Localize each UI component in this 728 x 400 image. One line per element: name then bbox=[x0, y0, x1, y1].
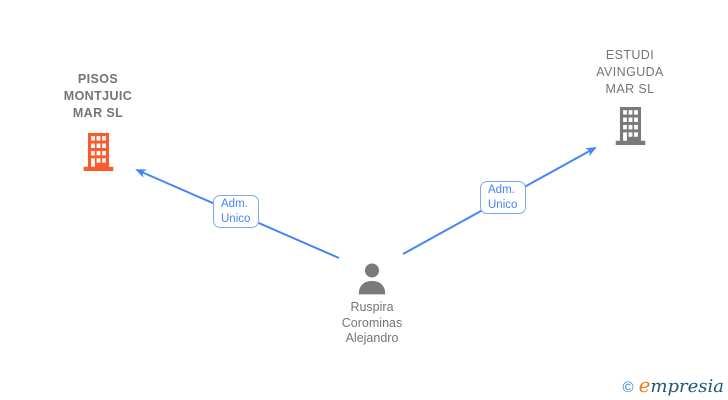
company-node-estudi-avinguda-mar-sl[interactable]: ESTUDI AVINGUDA MAR SL bbox=[550, 47, 710, 145]
copyright-icon: © bbox=[622, 379, 634, 396]
edge-label-adm-unico-right: Adm. Unico bbox=[480, 181, 526, 214]
person-name: Ruspira Corominas Alejandro bbox=[341, 300, 403, 345]
empresia-logo[interactable]: © empresia bbox=[623, 373, 724, 397]
brand-rest: mpresia bbox=[650, 376, 724, 397]
brand-initial: e bbox=[638, 373, 651, 397]
edge-label-adm-unico-left: Adm. Unico bbox=[213, 195, 259, 228]
person-node-ruspira-corominas-alejandro[interactable]: Ruspira Corominas Alejandro bbox=[292, 263, 452, 347]
company-name: PISOS MONTJUIC MAR SL bbox=[63, 72, 133, 120]
building-icon bbox=[612, 107, 649, 145]
person-icon bbox=[355, 263, 389, 296]
brand-wordmark: empresia bbox=[639, 373, 724, 397]
company-node-pisos-montjuic-mar-sl[interactable]: PISOS MONTJUIC MAR SL bbox=[18, 71, 178, 171]
company-name: ESTUDI AVINGUDA MAR SL bbox=[596, 48, 664, 96]
building-icon bbox=[80, 133, 117, 171]
